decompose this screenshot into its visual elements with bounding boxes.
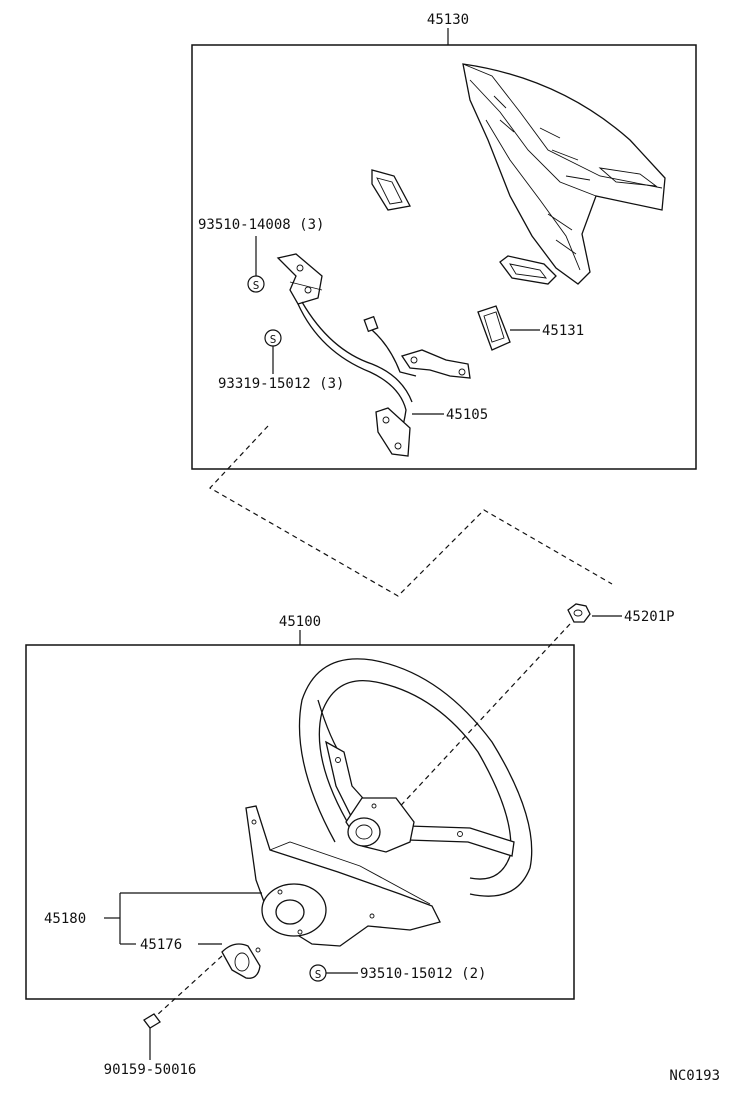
label-45100: 45100 bbox=[279, 614, 321, 630]
label-45201P: 45201P bbox=[624, 609, 675, 625]
label-45180: 45180 bbox=[44, 911, 86, 927]
label-93319-15012: 93319-15012 (3) bbox=[218, 376, 344, 392]
steering-wheel-group-box bbox=[25, 644, 575, 1000]
horn-wiring-harness bbox=[297, 301, 471, 457]
label-45130: 45130 bbox=[427, 12, 469, 28]
hub-adapter bbox=[245, 805, 441, 947]
standard-part-symbol bbox=[247, 275, 265, 293]
label-45105: 45105 bbox=[446, 407, 488, 423]
insert-45131 bbox=[477, 305, 511, 351]
pad-clip bbox=[371, 169, 411, 211]
bolt bbox=[143, 1013, 161, 1029]
pad-insert-lower bbox=[499, 255, 557, 285]
label-45131: 45131 bbox=[542, 323, 584, 339]
standard-part-letter: S bbox=[253, 279, 260, 292]
label-93510-14008: 93510-14008 (3) bbox=[198, 217, 324, 233]
hub-plate bbox=[221, 943, 261, 979]
figure-code: NC0193 bbox=[669, 1068, 720, 1084]
bolt-axis-line bbox=[155, 955, 223, 1017]
leader-45180 bbox=[104, 892, 262, 945]
standard-part-letter: S bbox=[270, 333, 277, 346]
label-90159-50016: 90159-50016 bbox=[104, 1062, 197, 1078]
horn-pad-shell bbox=[462, 63, 666, 285]
projection-line bbox=[209, 425, 613, 597]
steering-wheel-hub bbox=[345, 797, 415, 853]
standard-part-letter: S bbox=[315, 968, 322, 981]
nut-axis-line bbox=[377, 623, 571, 831]
wheel-nut bbox=[567, 603, 591, 623]
label-93510-15012: 93510-15012 (2) bbox=[360, 966, 486, 982]
horn-contact-bracket bbox=[276, 253, 323, 305]
label-45176: 45176 bbox=[140, 937, 182, 953]
horn-pad-group-box bbox=[191, 44, 697, 470]
